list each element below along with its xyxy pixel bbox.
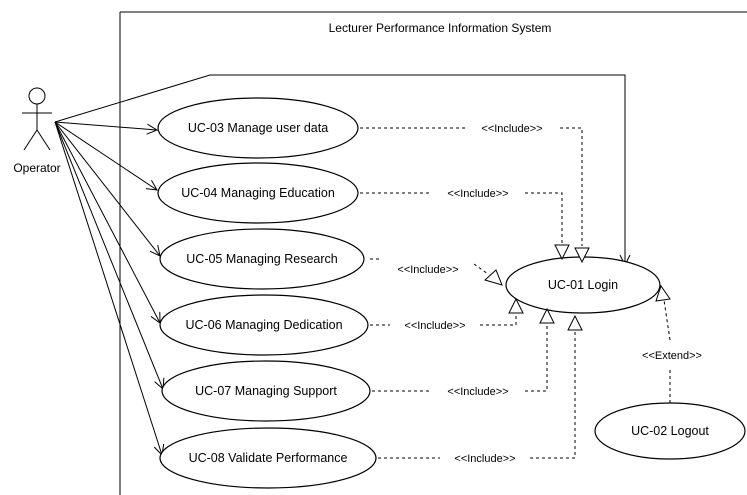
actor-associations	[54, 74, 625, 455]
association-uc06	[54, 121, 160, 323]
operator-actor-icon	[22, 87, 52, 151]
include-uc03-login	[360, 127, 590, 264]
association-uc03	[54, 121, 157, 130]
use-case-uc01: UC-01 Login	[505, 256, 661, 314]
use-case-uc07: UC-07 Managing Support	[161, 360, 371, 422]
include-label-uc06: <<Include>>	[404, 320, 465, 332]
include-label-uc03: <<Include>>	[481, 123, 542, 135]
svg-text:UC-03 Manage user data: UC-03 Manage user data	[188, 121, 328, 135]
use-case-uc04: UC-04 Managing Education	[157, 162, 359, 224]
include-uc06-login	[370, 297, 524, 326]
svg-text:UC-07 Managing Support: UC-07 Managing Support	[195, 384, 337, 398]
svg-text:UC-05 Managing Research: UC-05 Managing Research	[186, 252, 338, 266]
include-label-uc05: <<Include>>	[397, 264, 458, 276]
actor-label-operator: Operator	[13, 161, 60, 175]
extend-label-uc02: <<Extend>>	[642, 350, 702, 362]
extend-uc02-login	[655, 284, 671, 403]
use-case-uc03: UC-03 Manage user data	[157, 97, 359, 159]
association-uc05	[54, 121, 160, 256]
association-uc01	[54, 74, 625, 265]
svg-text:UC-04 Managing Education: UC-04 Managing Education	[181, 186, 335, 200]
include-uc07-login	[372, 307, 555, 392]
svg-text:UC-06 Managing Dedication: UC-06 Managing Dedication	[185, 318, 342, 332]
use-case-uc05: UC-05 Managing Research	[159, 228, 365, 290]
association-uc07	[54, 121, 163, 389]
include-label-uc08: <<Include>>	[454, 453, 515, 465]
association-uc08	[54, 121, 162, 455]
svg-text:UC-01 Login: UC-01 Login	[548, 278, 618, 292]
include-label-uc04: <<Include>>	[447, 188, 508, 200]
system-boundary	[119, 11, 747, 495]
use-case-uc08: UC-08 Validate Performance	[159, 427, 377, 489]
svg-text:UC-02 Logout: UC-02 Logout	[631, 424, 709, 438]
include-label-uc07: <<Include>>	[447, 386, 508, 398]
association-uc04	[54, 121, 157, 190]
include-uc04-login	[360, 192, 570, 261]
system-title: Lecturer Performance Information System	[329, 21, 552, 35]
include-uc08-login	[378, 314, 583, 459]
include-uc05-login	[370, 258, 503, 286]
svg-text:UC-08 Validate Performance: UC-08 Validate Performance	[189, 451, 348, 465]
use-case-uc06: UC-06 Managing Dedication	[159, 294, 369, 356]
use-case-uc02: UC-02 Logout	[594, 402, 746, 460]
